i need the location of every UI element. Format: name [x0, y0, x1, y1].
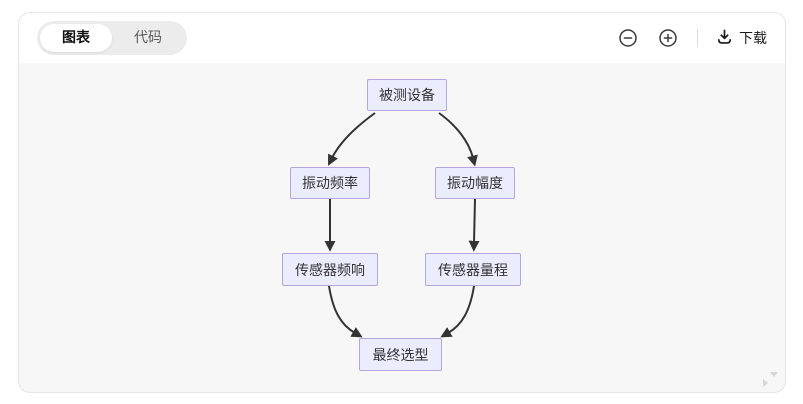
edge-device-to-frequency	[328, 112, 376, 166]
download-label: 下载	[739, 30, 767, 46]
view-mode-switcher: 图表 代码	[37, 21, 187, 55]
download-icon	[716, 28, 733, 48]
tab-chart[interactable]: 图表	[40, 24, 112, 52]
toolbar-actions: 下载	[617, 27, 767, 49]
zoom-out-icon	[618, 28, 638, 48]
flow-node-range: 传感器量程	[425, 253, 521, 286]
resize-grip-down-icon[interactable]	[770, 372, 778, 377]
flow-node-response: 传感器频响	[282, 253, 378, 286]
edge-range-to-final	[440, 285, 475, 338]
flow-node-frequency: 振动频率	[290, 167, 370, 199]
toolbar-divider	[697, 29, 698, 47]
flow-node-device: 被测设备	[367, 79, 447, 111]
diagram-panel: 图表 代码	[18, 12, 786, 393]
flowchart-edges	[324, 112, 480, 338]
flow-node-amplitude: 振动幅度	[435, 167, 515, 199]
resize-grip-right-icon[interactable]	[763, 379, 768, 387]
zoom-in-icon	[658, 28, 678, 48]
diagram-toolbar: 图表 代码	[19, 13, 785, 63]
edge-amplitude-to-range	[468, 198, 480, 252]
edge-response-to-final	[328, 285, 363, 338]
flow-node-final: 最终选型	[359, 338, 442, 371]
edge-device-to-amplitude	[438, 112, 478, 167]
zoom-in-button[interactable]	[657, 27, 679, 49]
download-button[interactable]: 下载	[716, 28, 767, 48]
tab-code[interactable]: 代码	[134, 29, 162, 46]
flowchart-canvas[interactable]: 被测设备 振动频率 振动幅度 传感器频响 传感器量程 最终选型	[19, 63, 785, 392]
zoom-out-button[interactable]	[617, 27, 639, 49]
